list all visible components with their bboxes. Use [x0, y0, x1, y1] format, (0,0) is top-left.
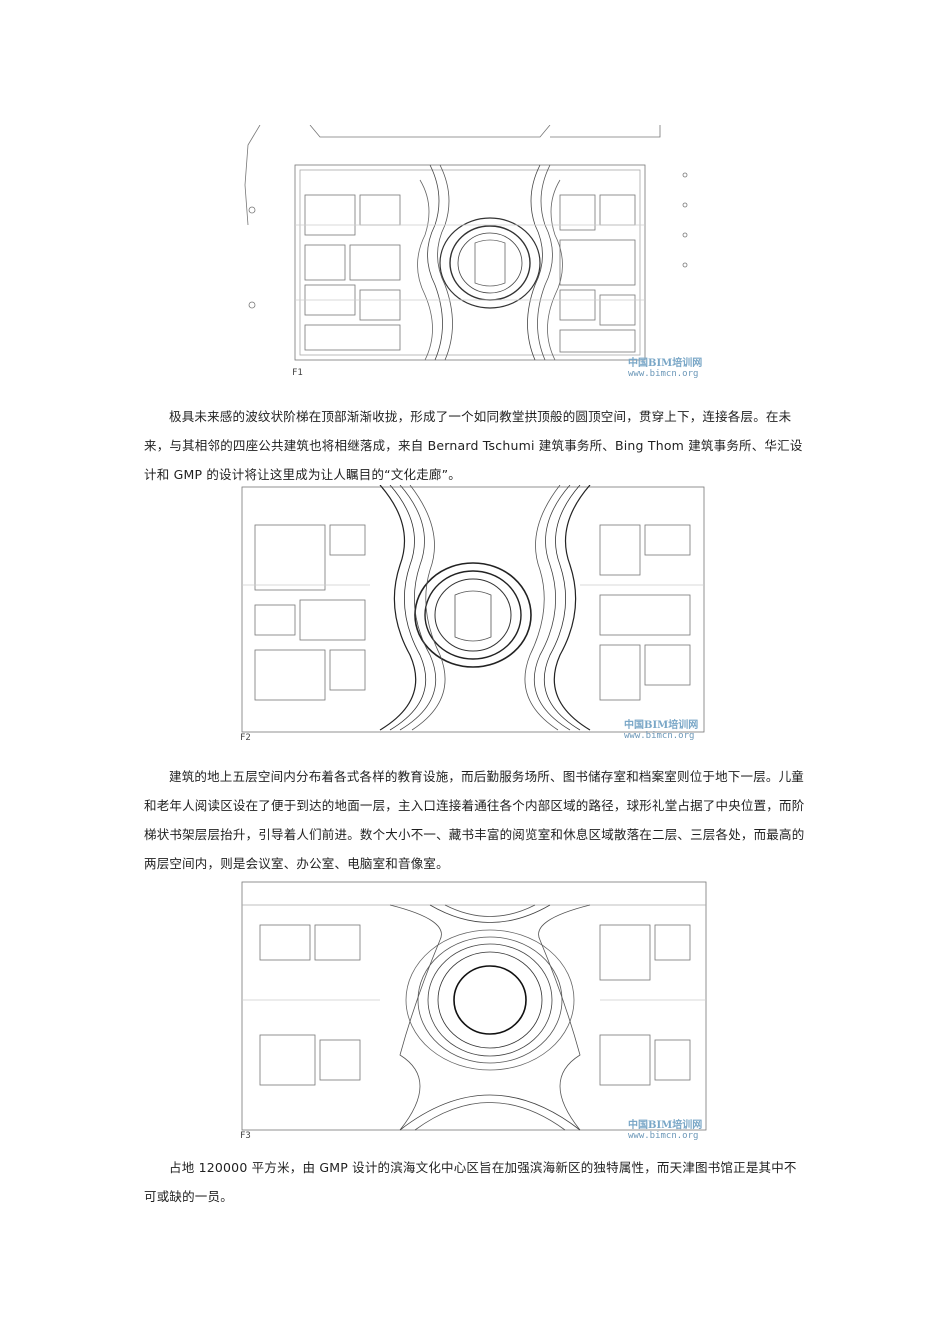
watermark-text: 中国BIM培训网 — [624, 720, 699, 731]
floor-plan-f2-drawing — [241, 485, 705, 733]
watermark-url: www.bimcn.org — [624, 731, 695, 741]
watermark-url: www.bimcn.org — [628, 369, 699, 379]
watermark-f1: 中国BIM培训网 www.bimcn.org — [628, 358, 702, 380]
floor-label-f3: F3 — [240, 1131, 251, 1141]
floor-plan-f3-drawing — [241, 881, 707, 1131]
floor-label-f2: F2 — [240, 733, 251, 743]
floor-label-f1: F1 — [292, 368, 303, 378]
watermark-f3: 中国BIM培训网 www.bimcn.org — [628, 1120, 702, 1142]
floor-plan-f1-drawing — [244, 125, 688, 361]
paragraph-1: 极具未来感的波纹状阶梯在顶部渐渐收拢，形成了一个如同教堂拱顶般的圆顶空间，贯穿上… — [144, 409, 803, 482]
floor-plan-f3 — [240, 880, 708, 1138]
paragraph-3: 占地 120000 平方米，由 GMP 设计的滨海文化中心区旨在加强滨海新区的独… — [144, 1160, 797, 1204]
watermark-text: 中国BIM培训网 — [628, 358, 703, 369]
watermark-url: www.bimcn.org — [628, 1131, 699, 1141]
watermark-f2: 中国BIM培训网 www.bimcn.org — [624, 720, 698, 742]
floor-plan-f1 — [240, 125, 710, 380]
paragraph-2: 建筑的地上五层空间内分布着各式各样的教育设施，而后勤服务场所、图书储存室和档案室… — [144, 769, 805, 871]
watermark-text: 中国BIM培训网 — [628, 1120, 703, 1131]
floor-plan-f2 — [240, 485, 706, 743]
